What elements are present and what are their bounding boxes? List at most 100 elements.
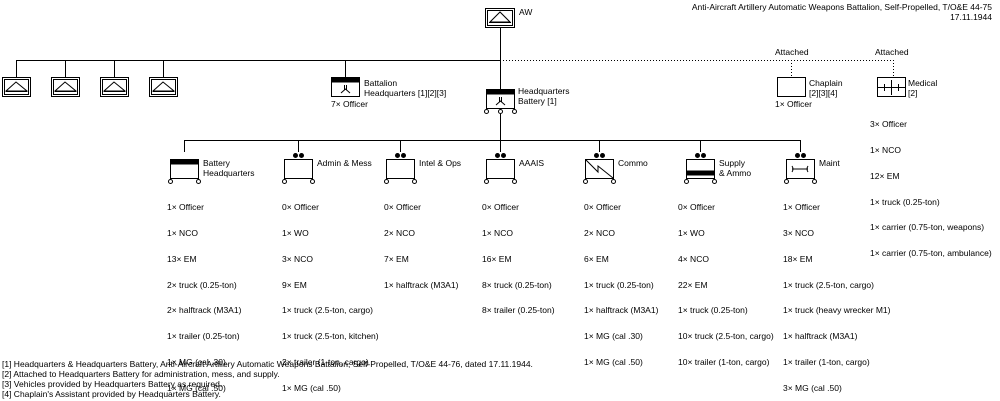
intel-ops-symbol [384,153,417,184]
attached-label-medical: Attached [875,47,909,57]
list-item: 4× NCO [678,253,709,264]
list-item: 1× Officer [783,202,820,213]
list-item: 18× EM [783,253,813,264]
list-item: 0× Officer [584,202,621,213]
list-item: 2× NCO [384,227,415,238]
list-item: 2× truck (0.25-ton) [167,279,237,290]
list-item: 1× truck (2.5-ton, cargo) [282,305,373,316]
section-label-commo: Commo [618,158,648,168]
list-item: 3× Officer [870,119,907,130]
list-item: 1× truck (0.25-ton) [870,196,940,207]
footnotes: [1] Headquarters & Headquarters Battery,… [2,359,533,399]
medical-personnel-list: 3× Officer 1× NCO 12× EM 1× truck (0.25-… [870,103,992,266]
commo-symbol [583,153,616,184]
list-item: 0× Officer [678,202,715,213]
list-item: 3× NCO [282,253,313,264]
chaplain-personnel: 1× Officer [775,99,812,109]
title-line-2: 17.11.1944 [950,12,992,22]
section-label-aaais: AAAIS [519,158,545,168]
battery-symbol-d [149,77,178,97]
hq-battery-label-line-2: Battery [1] [518,96,557,106]
battalion-hq-label: Battalion Headquarters [1][2][3] [364,78,446,98]
list-item: 0× Officer [282,202,319,213]
battalion-hq-label-line-1: Battalion [364,78,398,88]
medical-label-line-2: [2] [908,88,918,98]
medical-label-line-1: Medical [908,78,938,88]
attached-label-chaplain: Attached [775,47,809,57]
medical-label: Medical [2] [908,78,937,98]
battery-hq-personnel-list: 1× Officer 1× NCO 13× EM 2× truck (0.25-… [167,186,241,401]
chaplain-label-line-2: [2][3][4] [809,88,838,98]
list-item: 1× truck (2.5-ton, cargo) [783,279,874,290]
admin-mess-personnel-list: 0× Officer 1× WO 3× NCO 9× EM 1× truck (… [282,186,379,401]
section-label-intel-ops: Intel & Ops [419,158,462,168]
battery-hq-symbol [168,159,201,184]
list-item: 6× EM [584,253,609,264]
list-item: 22× EM [678,279,708,290]
list-item: 1× truck (heavy wrecker M1) [783,305,891,316]
footnote: [1] Headquarters & Headquarters Battery,… [2,359,533,369]
maint-personnel-list: 1× Officer 3× NCO 18× EM 1× truck (2.5-t… [783,186,890,401]
list-item: 1× WO [282,227,309,238]
list-item: 1× NCO [482,227,513,238]
section-label-line-1: Battery [203,158,230,168]
section-label-line-1: Supply [719,158,745,168]
list-item: 2× trailer (1-ton, cargo) [282,356,369,367]
supply-ammo-personnel-list: 0× Officer 1× WO 4× NCO 22× EM 1× truck … [678,186,774,375]
footnote: [3] Vehicles provided by Headquarters Ba… [2,379,223,389]
chaplain-label: Chaplain [2][3][4] [809,78,843,98]
list-item: 12× EM [870,170,900,181]
section-label-admin-mess: Admin & Mess [317,158,372,168]
aw-unit-symbol [485,8,515,28]
list-item: 0× Officer [384,202,421,213]
section-label-line-2: Headquarters [203,168,255,178]
title-line-1: Anti-Aircraft Artillery Automatic Weapon… [691,2,992,12]
list-item: 9× EM [282,279,307,290]
maint-symbol [784,153,817,184]
list-item: 1× WO [678,227,705,238]
list-item: 2× NCO [584,227,615,238]
admin-mess-symbol [282,153,315,184]
list-item: 10× trailer (1-ton, cargo) [678,356,770,367]
list-item: 1× MG (cal .50) [282,382,341,393]
section-label-maint: Maint [819,158,840,168]
list-item: 1× NCO [167,227,198,238]
list-item: 10× truck (2.5-ton, cargo) [678,331,774,342]
chaplain-symbol [777,77,806,97]
hq-battery-label: Headquarters Battery [1] [518,86,570,106]
intel-ops-personnel-list: 0× Officer 2× NCO 7× EM 1× halftrack (M3… [384,186,458,298]
list-item: 7× EM [384,253,409,264]
list-item: 1× truck (0.25-ton) [584,279,654,290]
list-item: 1× trailer (0.25-ton) [167,331,240,342]
list-item: 1× Officer [167,202,204,213]
list-item: 16× EM [482,253,512,264]
chaplain-label-line-1: Chaplain [809,78,843,88]
hq-battery-symbol [484,89,517,114]
list-item: 1× MG (cal .30) [584,331,643,342]
section-label-line-2: & Ammo [719,168,752,178]
list-item: 1× MG (cal .50) [584,356,643,367]
list-item: 1× trailer (1-ton, cargo) [783,356,870,367]
battery-symbol-a [2,77,31,97]
list-item: 8× truck (0.25-ton) [482,279,552,290]
list-item: 1× carrier (0.75-ton, weapons) [870,222,985,233]
list-item: 1× NCO [870,144,901,155]
list-item: 1× carrier (0.75-ton, ambulance) [870,248,992,259]
section-label-supply-ammo: Supply & Ammo [719,158,751,178]
commo-personnel-list: 0× Officer 2× NCO 6× EM 1× truck (0.25-t… [584,186,658,375]
list-item: 3× MG (cal .50) [783,382,842,393]
battery-symbol-b [51,77,80,97]
list-item: 8× trailer (0.25-ton) [482,305,555,316]
list-item: 1× truck (2.5-ton, kitchen) [282,331,379,342]
battalion-hq-personnel: 7× Officer [331,99,368,109]
battery-symbol-c [100,77,129,97]
aw-label: AW [519,7,533,17]
list-item: 1× MG (cal .30) [167,356,226,367]
list-item: 1× halftrack (M3A1) [384,279,459,290]
aaais-personnel-list: 0× Officer 1× NCO 16× EM 8× truck (0.25-… [482,186,555,324]
battalion-hq-symbol [331,77,360,97]
section-label-battery-hq: Battery Headquarters [203,158,255,178]
list-item: 3× NCO [783,227,814,238]
medical-symbol [877,77,906,97]
